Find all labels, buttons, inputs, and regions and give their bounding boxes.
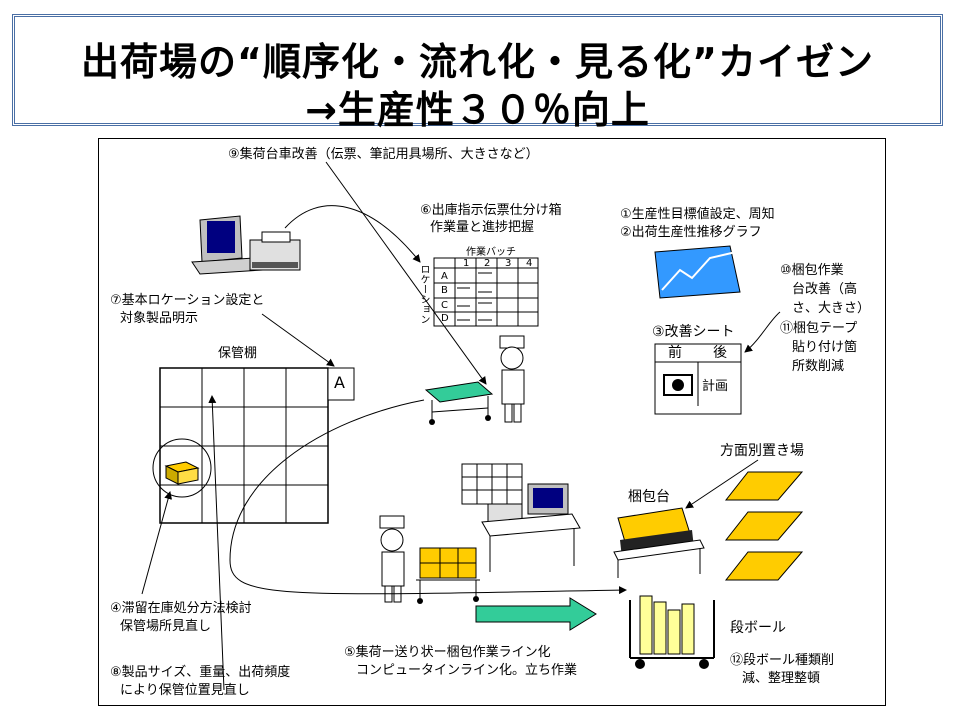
packtable-label: 梱包台	[628, 489, 670, 505]
package-icon	[164, 461, 200, 485]
batch-row-c: C	[441, 300, 448, 311]
shelf-grid	[152, 367, 355, 524]
graph-icon	[654, 245, 741, 299]
label-3: ③改善シート	[652, 324, 735, 340]
camera-icon	[663, 374, 693, 396]
batch-col-3: 3	[505, 258, 512, 269]
printer-icon	[249, 231, 301, 271]
batch-table	[433, 257, 539, 327]
batch-row-d: D	[441, 313, 449, 324]
packing-table	[613, 507, 705, 578]
label-11a: ⑪梱包テープ	[780, 321, 858, 336]
label-6a: ⑥出庫指示伝票仕分け箱	[420, 203, 562, 218]
label-5b: コンピュータインライン化。立ち作業	[356, 663, 578, 678]
cart-icon	[416, 547, 480, 604]
batch-label: 作業バッチ	[466, 247, 516, 258]
label-11c: 所数削減	[792, 359, 845, 374]
label-4a: ④滞留在庫処分方法検討	[110, 601, 252, 616]
shelf-label: 保管棚	[218, 346, 258, 361]
label-4b: 保管場所見直し	[120, 619, 212, 634]
label-6b: 作業量と進捗把握	[430, 220, 535, 235]
sheet-plan: 計画	[702, 379, 729, 394]
label-10b: 台改善（高	[792, 282, 858, 297]
worker-icon	[499, 335, 525, 423]
worker-icon	[379, 515, 405, 603]
batch-col-1: 1	[463, 258, 470, 269]
label-12a: ⑫段ボール種類削	[730, 653, 835, 668]
batch-row-b: B	[441, 285, 448, 296]
location-label: ロケーション	[418, 264, 429, 324]
label-5a: ⑤集荷ー送り状ー梱包作業ライン化	[344, 645, 551, 660]
workstation	[461, 463, 581, 572]
label-12b: 減、整理整頓	[742, 671, 821, 686]
label-2: ②出荷生産性推移グラフ	[620, 225, 762, 240]
improvement-sheet	[654, 343, 742, 415]
computer-icon	[191, 215, 263, 275]
label-1: ①生産性目標値設定、周知	[620, 207, 775, 222]
sheet-after: 後	[713, 345, 727, 361]
sheet-before: 前	[668, 345, 682, 361]
dest-label: 方面別置き場	[720, 443, 804, 459]
title-line2: →生産性３０％向上	[305, 88, 650, 132]
label-10a: ⑩梱包作業	[780, 263, 844, 278]
label-7a: ⑦基本ロケーション設定と	[110, 293, 265, 308]
label-7b: 対象製品明示	[120, 311, 199, 326]
title-box: 出荷場の“順序化・流れ化・見る化”カイゼン →生産性３０％向上	[12, 14, 943, 132]
batch-row-a: A	[441, 271, 448, 282]
flow-arrow	[475, 597, 597, 631]
batch-col-2: 2	[484, 258, 491, 269]
label-8a: ⑧製品サイズ、重量、出荷頻度	[110, 665, 291, 680]
cart-icon	[424, 381, 494, 425]
batch-col-4: 4	[526, 258, 533, 269]
label-9: ⑨集荷台車改善（伝票、筆記用具場所、大きさなど）	[228, 147, 539, 162]
destination-plates	[724, 471, 804, 581]
label-8b: により保管位置見直し	[120, 683, 250, 698]
cardboard-cart-icon	[629, 595, 715, 669]
label-10c: さ、大きさ）	[792, 301, 871, 316]
title-line1: 出荷場の“順序化・流れ化・見る化”カイゼン	[81, 40, 874, 84]
diagram-frame	[98, 138, 886, 706]
cardboard-label: 段ボール	[730, 620, 786, 636]
connector-arrows	[141, 161, 781, 691]
label-11b: 貼り付け箇	[792, 340, 858, 355]
shelf-a-label: A	[334, 373, 345, 392]
